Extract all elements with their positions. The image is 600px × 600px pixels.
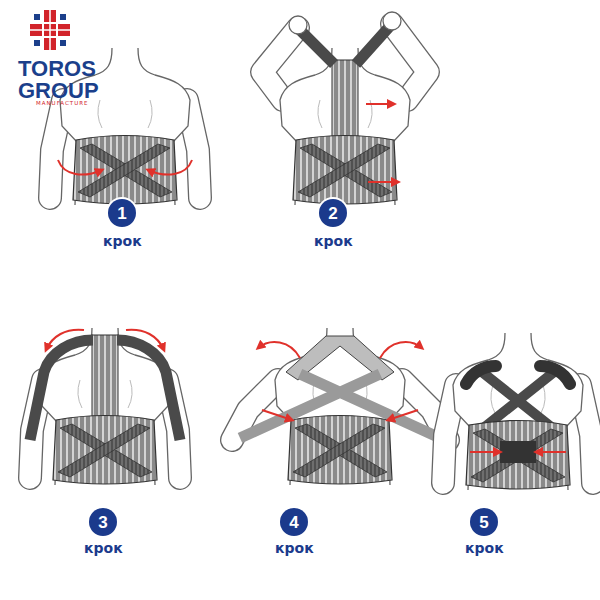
torso [280, 48, 410, 205]
red-arrow [58, 160, 102, 175]
back-brace [288, 416, 392, 485]
red-arrow [258, 342, 300, 358]
back-brace [73, 136, 177, 205]
red-arrow [126, 330, 164, 350]
crossed-strap [240, 374, 440, 438]
step-4-figure [232, 328, 448, 485]
step-caption: крок [314, 234, 353, 249]
step-number: 4 [289, 514, 298, 531]
step-number: 1 [117, 205, 126, 222]
step-circle: 4 [280, 508, 308, 536]
step-3-figure [30, 328, 180, 485]
step-circle: 3 [89, 508, 117, 536]
step-number: 5 [479, 514, 488, 531]
step-circle: 1 [108, 199, 136, 227]
brace-closure [500, 441, 536, 463]
red-arrow [536, 451, 566, 453]
shoulder-strap [300, 26, 390, 64]
step-number: 2 [328, 205, 337, 222]
back-brace [293, 136, 397, 205]
logo-grid [30, 10, 70, 50]
hand [289, 16, 307, 34]
brand-name: TOROS GROUP [18, 58, 114, 102]
logo-cell [34, 14, 40, 20]
step-circle: 2 [319, 199, 347, 227]
step-caption: крок [465, 541, 504, 556]
logo-cell [60, 14, 66, 20]
shoulder-strap [30, 340, 180, 440]
hand [383, 12, 401, 30]
torso [453, 333, 583, 490]
red-arrow [148, 160, 192, 175]
logo-cell [60, 40, 66, 46]
step-5-figure [443, 333, 593, 490]
brand-subtitle: MANUFACTURE [36, 101, 89, 107]
step-circle: 5 [470, 508, 498, 536]
step-caption: крок [103, 234, 142, 249]
back-brace [466, 421, 570, 490]
shoulder-pad [466, 366, 570, 384]
red-arrow [46, 330, 84, 350]
red-arrow [380, 342, 422, 358]
red-arrow [470, 451, 500, 453]
red-arrow [388, 410, 418, 420]
logo-cell [34, 40, 40, 46]
step-2-figure [262, 12, 428, 205]
step-caption: крок [84, 541, 123, 556]
step-number: 3 [98, 514, 107, 531]
brand-logo [30, 10, 70, 50]
back-brace [53, 416, 157, 485]
red-arrow [368, 181, 398, 183]
step-caption: крок [275, 541, 314, 556]
red-arrow [366, 103, 394, 105]
red-arrow [262, 410, 292, 420]
